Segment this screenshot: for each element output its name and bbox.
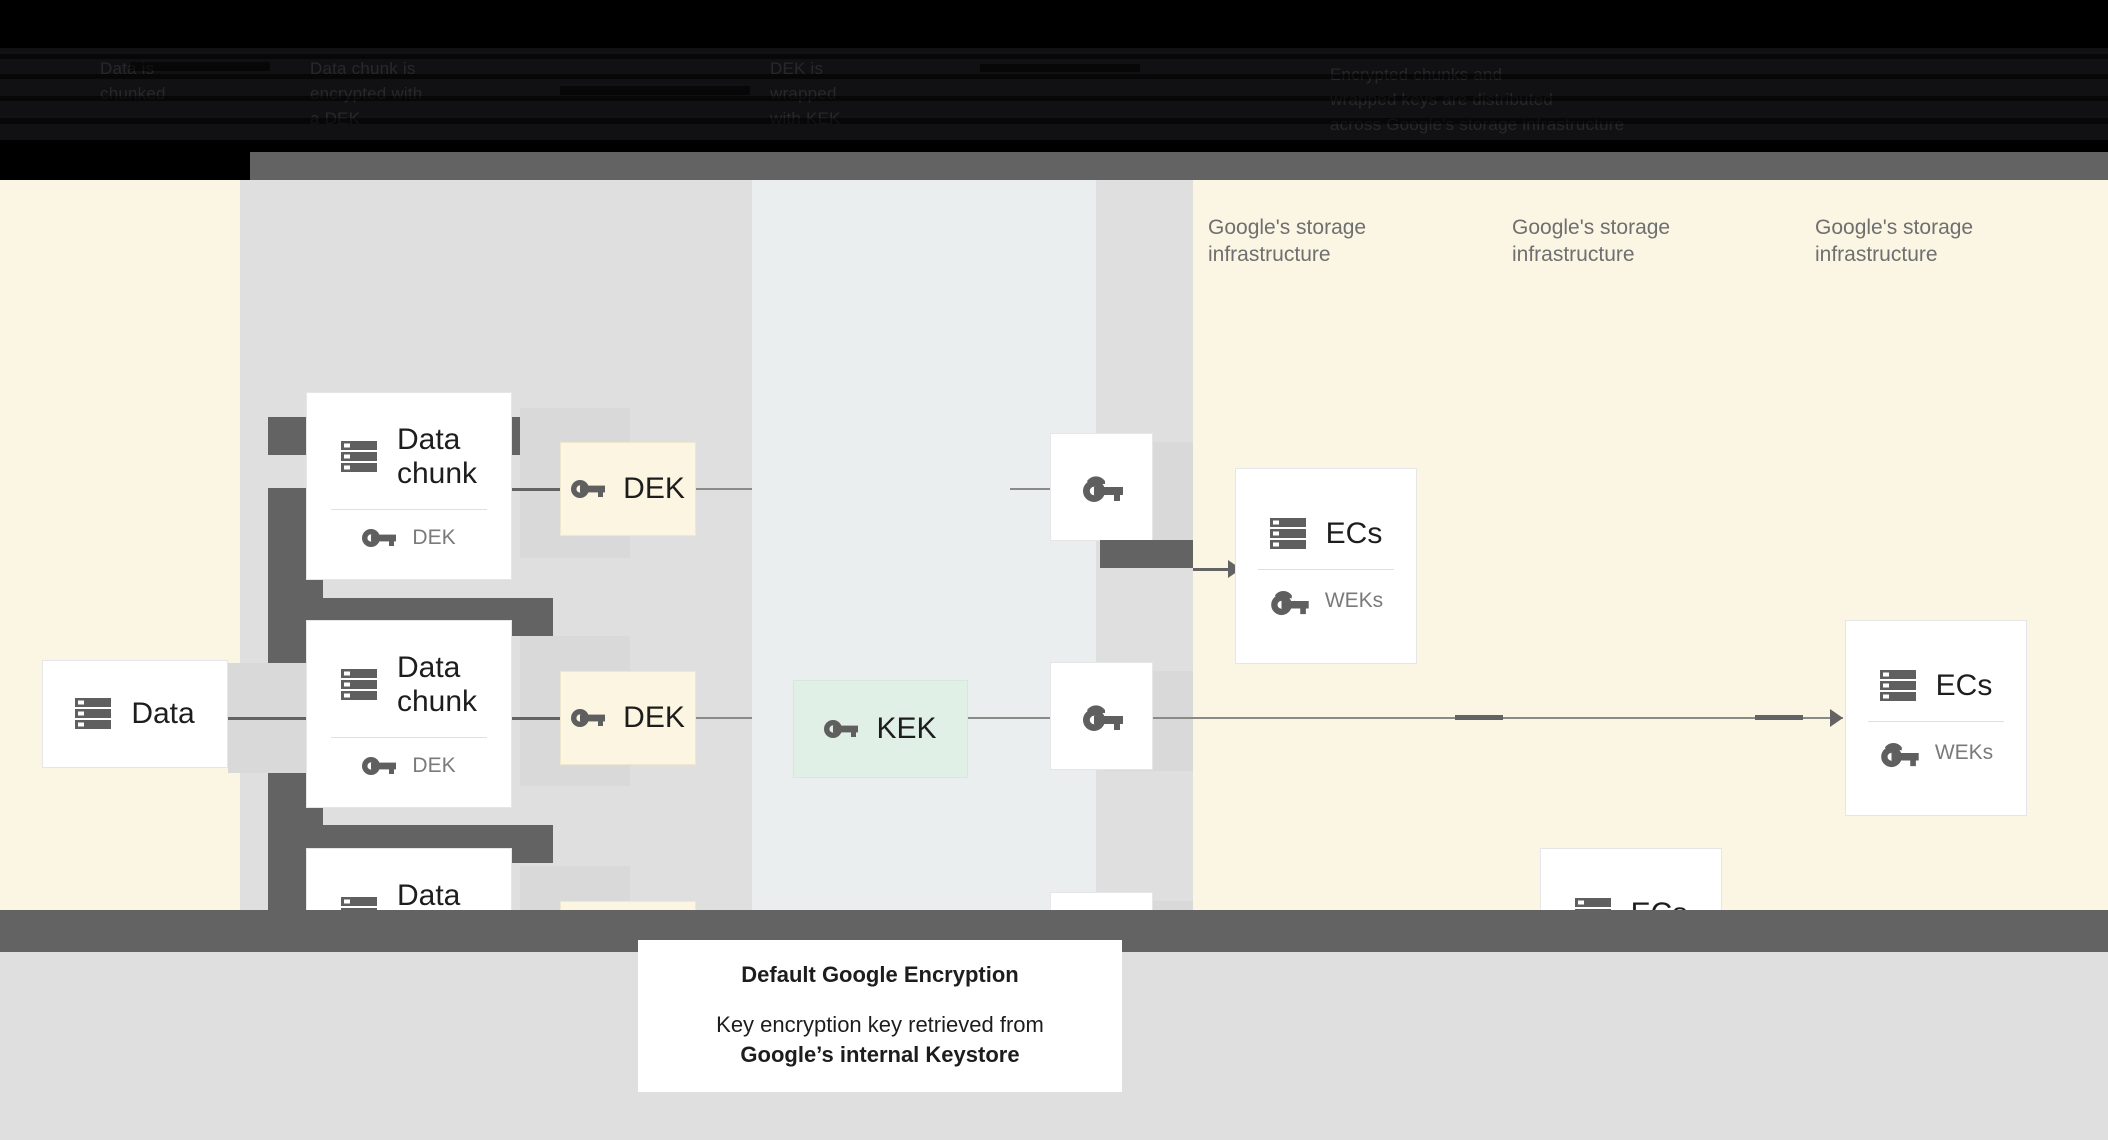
key-icon: [362, 527, 397, 549]
ecs-card-key-label: WEKs: [1324, 588, 1384, 612]
connector-dek2-out: [696, 717, 752, 719]
caption-body: Key encryption key retrieved from Google…: [716, 1010, 1044, 1070]
connector-kek-wek1: [1010, 488, 1050, 490]
chunk-card-head: Data chunk: [331, 651, 487, 719]
diagram-canvas: Data Data chunk: [0, 180, 2108, 1044]
wrapped-key-icon: [1879, 738, 1919, 768]
arrow-head-ec2: [1830, 709, 1843, 727]
storage-icon: [1879, 669, 1916, 703]
redaction-bar: [0, 96, 2108, 101]
storage-column-title-2: Google's storage infrastructure: [1512, 216, 1671, 266]
wrapped-key-icon: [1081, 700, 1123, 732]
wrapped-key-icon: [1081, 471, 1123, 503]
ecs-card-label: ECs: [1325, 516, 1383, 550]
connector-chunk1-dek: [512, 488, 560, 491]
dek-box-2[interactable]: DEK: [560, 671, 696, 765]
dek-box-label: DEK: [623, 701, 685, 734]
chunk-card-1[interactable]: Data chunk DEK: [306, 392, 512, 580]
caption-line-1: Key encryption key retrieved from: [716, 1012, 1044, 1037]
connector-dek1-out: [696, 488, 752, 490]
ecs-card-2[interactable]: ECs WEKs: [1845, 620, 2027, 816]
redaction-bar: [130, 62, 270, 71]
dek-box-label: DEK: [623, 472, 685, 505]
key-icon: [571, 478, 606, 500]
top-banner: Data is chunked Data chunk is encrypted …: [0, 0, 2108, 180]
connector-kek-wek2: [968, 717, 1050, 719]
key-icon: [571, 707, 606, 729]
card-divider: [1257, 568, 1395, 570]
arrow-seg-ec2-a: [1455, 715, 1503, 720]
chunk-card-label: Data chunk: [396, 422, 478, 490]
arrow-line-ec1: [1193, 568, 1230, 571]
data-card[interactable]: Data: [42, 660, 228, 768]
card-divider: [331, 508, 487, 510]
chunk-card-label: Data chunk: [396, 650, 478, 718]
caption-heading: Default Google Encryption: [741, 962, 1019, 987]
ecs-card-key: WEKs: [1879, 738, 1993, 768]
connector-data-to-fork: [228, 717, 323, 720]
ecs-card-head: ECs: [1260, 517, 1393, 551]
chunk-card-key: DEK: [362, 525, 456, 550]
redaction-bar: [0, 54, 2108, 59]
key-icon: [824, 718, 859, 740]
dek-box-1[interactable]: DEK: [560, 442, 696, 536]
ecs-card-label: ECs: [1935, 668, 1993, 702]
storage-column-title-1: Google's storage infrastructure: [1208, 216, 1367, 266]
wek-box-2[interactable]: [1050, 662, 1153, 770]
key-icon: [362, 755, 397, 777]
card-divider: [331, 736, 487, 738]
connector-chunk2-dek: [512, 717, 560, 720]
caption-card: Default Google Encryption Key encryption…: [638, 940, 1122, 1092]
storage-column-title-3: Google's storage infrastructure: [1815, 216, 1974, 266]
caption-line-2: Google’s internal Keystore: [740, 1042, 1020, 1067]
ecs-card-key-label: WEKs: [1934, 740, 1994, 764]
redaction-bar: [980, 64, 1140, 72]
chunk-card-key: DEK: [362, 753, 456, 778]
storage-icon: [340, 440, 377, 474]
wrapped-key-icon: [1269, 586, 1309, 616]
top-banner-footer-rule: [250, 152, 2108, 180]
kek-box-label: KEK: [876, 712, 937, 745]
wek1-dark-stub: [1100, 540, 1193, 568]
redaction-bar: [0, 74, 2108, 79]
storage-icon: [75, 697, 112, 731]
ecs-card-head: ECs: [1870, 669, 2003, 703]
chunk-card-key-label: DEK: [412, 753, 456, 777]
top-banner-strip: [0, 48, 2108, 140]
data-card-head: Data: [65, 697, 204, 731]
chunk-card-head: Data chunk: [331, 423, 487, 491]
card-divider: [1867, 720, 2005, 722]
ecs-card-key: WEKs: [1269, 586, 1383, 616]
chunk-card-2[interactable]: Data chunk DEK: [306, 620, 512, 808]
kek-box[interactable]: KEK: [793, 680, 968, 778]
ecs-card-1[interactable]: ECs WEKs: [1235, 468, 1417, 664]
storage-icon: [1269, 517, 1306, 551]
redaction-bar: [0, 118, 2108, 124]
wek-box-1[interactable]: [1050, 433, 1153, 541]
data-card-label: Data: [131, 697, 195, 730]
storage-icon: [340, 668, 377, 702]
redaction-bar: [560, 86, 750, 95]
chunk-card-key-label: DEK: [412, 525, 456, 549]
arrow-seg-ec2-b: [1755, 715, 1803, 720]
